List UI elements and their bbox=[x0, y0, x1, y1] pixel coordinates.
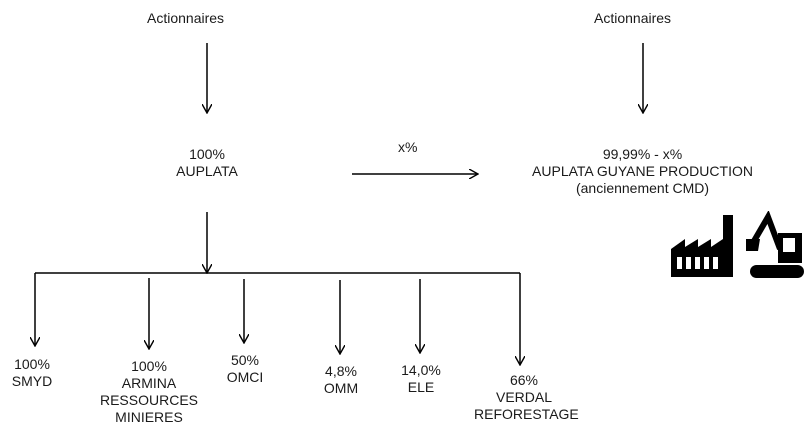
armina-name: ARMINA bbox=[121, 375, 177, 391]
ele-name: ELE bbox=[407, 379, 435, 395]
subsidiary-omci: 50% OMCI bbox=[215, 352, 275, 386]
factory-icon bbox=[671, 215, 733, 277]
agp-node: 99,99% - x% AUPLATA GUYANE PRODUCTION (a… bbox=[505, 146, 780, 197]
omm-name: OMM bbox=[323, 380, 359, 396]
verdal-pct: 66% bbox=[509, 372, 539, 388]
verdal-name: VERDAL bbox=[495, 389, 553, 405]
subsidiary-smyd: 100% SMYD bbox=[2, 356, 62, 390]
left-shareholders-label: Actionnaires bbox=[147, 10, 225, 26]
auplata-node: 100% AUPLATA bbox=[167, 146, 247, 180]
subsidiary-armina: 100% ARMINA RESSOURCES MINIERES bbox=[99, 358, 199, 426]
verdal-name-line2: REFORESTAGE bbox=[474, 406, 579, 422]
auplata-name: AUPLATA bbox=[176, 163, 238, 179]
armina-name-line3: MINIERES bbox=[115, 409, 183, 425]
omci-name: OMCI bbox=[226, 369, 264, 385]
agp-pct: 99,99% - x% bbox=[602, 146, 683, 162]
transfer-label: x% bbox=[398, 139, 418, 155]
excavator-icon bbox=[746, 211, 804, 278]
ele-pct: 14,0% bbox=[401, 362, 441, 378]
armina-name-line2: RESSOURCES bbox=[99, 392, 199, 408]
armina-pct: 100% bbox=[131, 358, 167, 374]
auplata-pct: 100% bbox=[189, 146, 225, 162]
omm-pct: 4,8% bbox=[325, 363, 357, 379]
subsidiary-omm: 4,8% OMM bbox=[311, 363, 371, 397]
agp-former-name: (anciennement CMD) bbox=[575, 180, 710, 196]
agp-name: AUPLATA GUYANE PRODUCTION bbox=[532, 163, 753, 179]
omci-pct: 50% bbox=[230, 352, 260, 368]
right-shareholders-label: Actionnaires bbox=[594, 10, 672, 26]
smyd-name: SMYD bbox=[11, 373, 53, 389]
smyd-pct: 100% bbox=[14, 356, 50, 372]
subsidiary-verdal: 66% VERDAL REFORESTAGE bbox=[474, 372, 579, 423]
subsidiary-ele: 14,0% ELE bbox=[391, 362, 451, 396]
